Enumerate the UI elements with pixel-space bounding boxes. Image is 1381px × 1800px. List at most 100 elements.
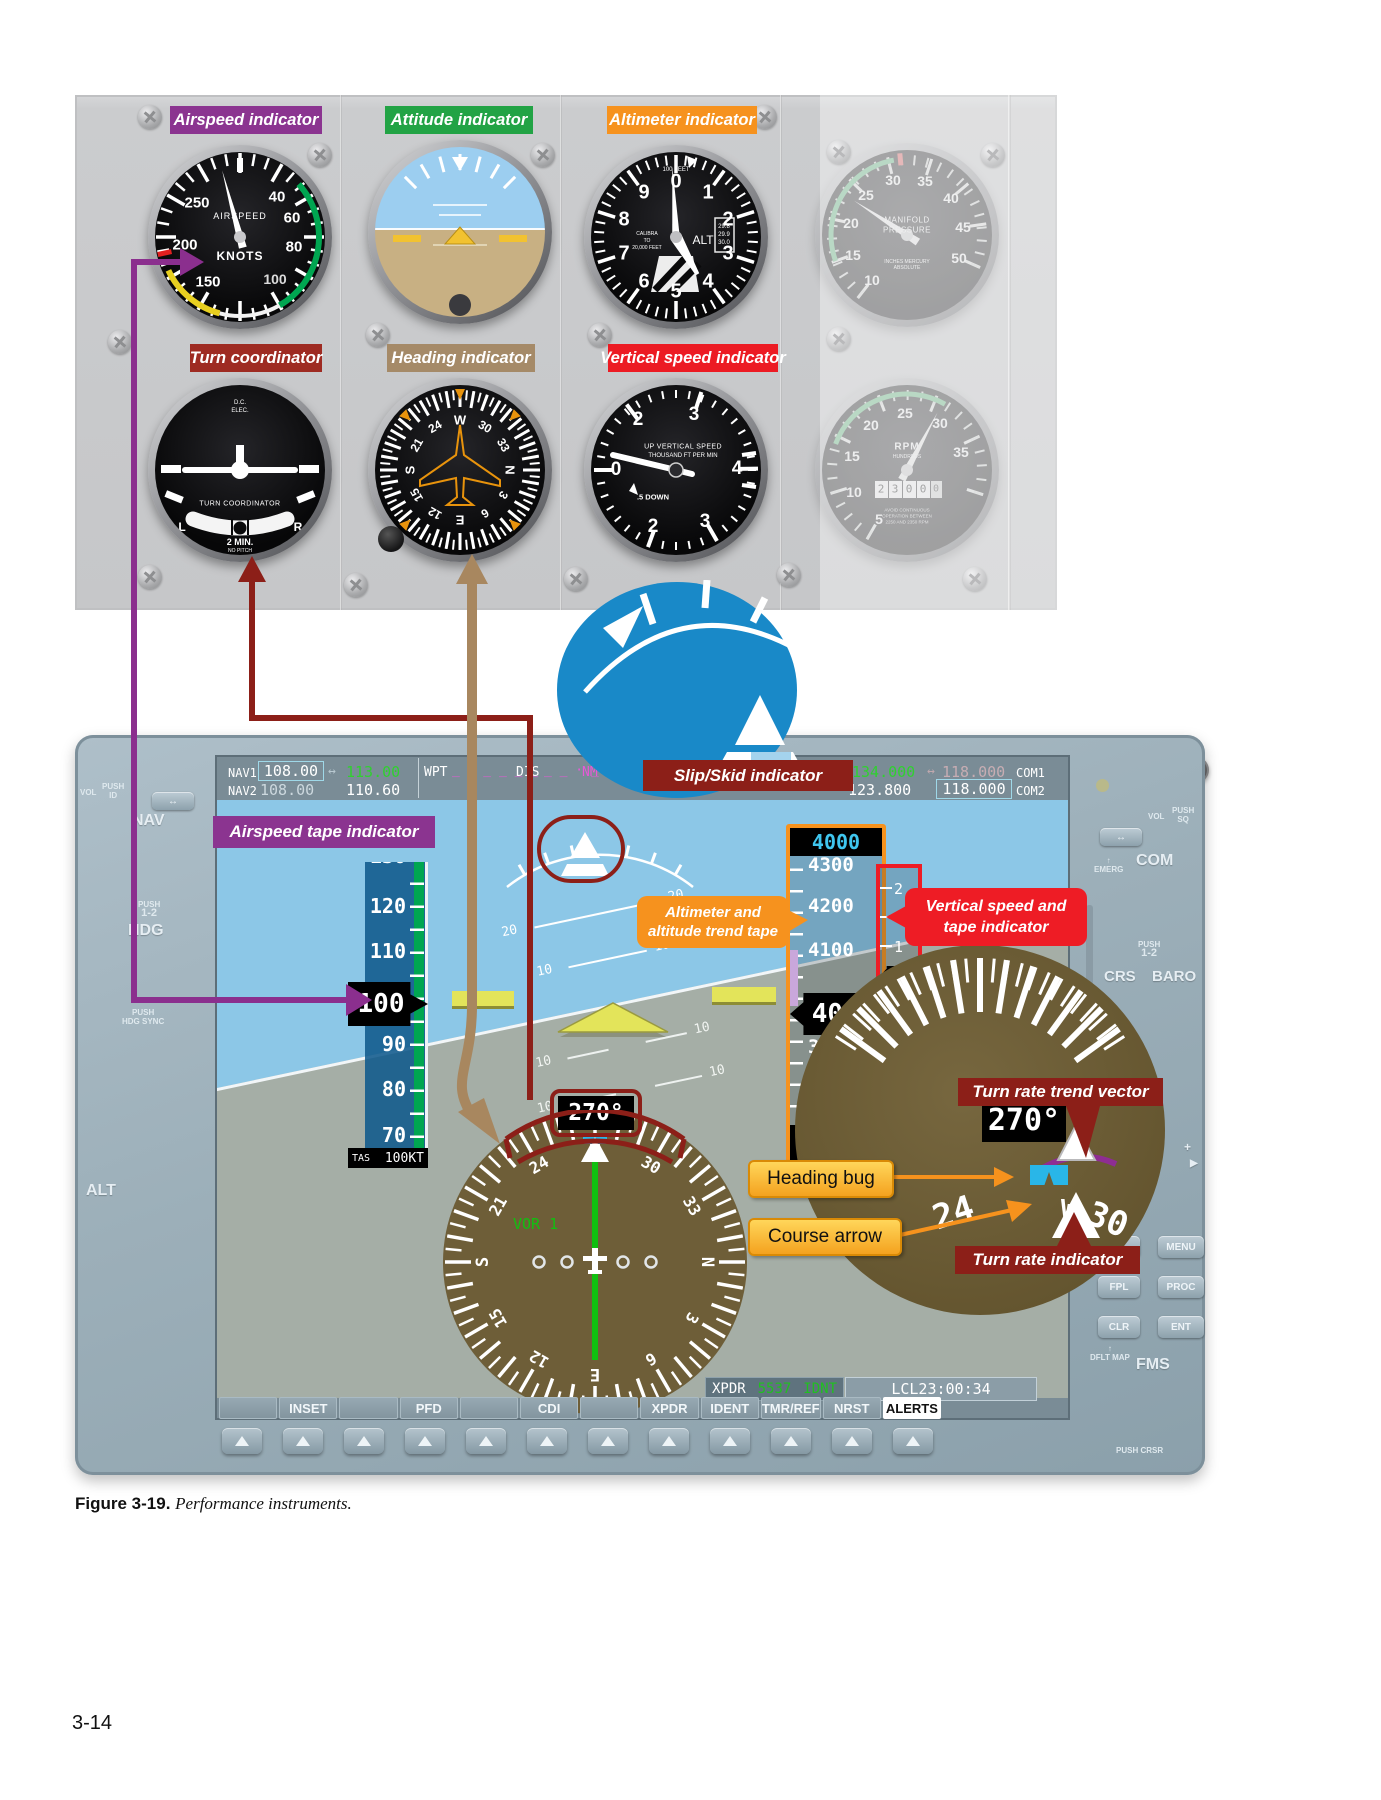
nav-swap-button[interactable]: ↔ <box>152 792 194 810</box>
hi-E: E <box>455 512 465 528</box>
softkey-button-10[interactable] <box>771 1428 811 1454</box>
rpm-digit: 0 <box>932 483 940 495</box>
white-arc <box>219 303 281 318</box>
mp-num: 25 <box>858 187 874 203</box>
softkey-button-3[interactable] <box>344 1428 384 1454</box>
one-two-text: 1-2 <box>141 907 158 919</box>
ent-button[interactable]: ENT <box>1158 1316 1204 1338</box>
mp-num: 50 <box>951 250 967 266</box>
cdi-dot <box>532 1255 546 1269</box>
cdi-dot <box>644 1255 658 1269</box>
pitch-line-10 <box>568 949 647 969</box>
screw-icon <box>564 567 588 591</box>
vol-text: VOL <box>80 788 97 797</box>
softkey-button-4[interactable] <box>405 1428 445 1454</box>
std-rate-mark <box>296 490 316 504</box>
rose-W: W <box>589 1140 601 1160</box>
cdi-dot <box>616 1255 630 1269</box>
softkey-blank <box>459 1397 519 1419</box>
alt-tape-4200: 4200 <box>808 895 854 917</box>
softkey-blank <box>580 1397 639 1419</box>
softkey-button-8[interactable] <box>649 1428 689 1454</box>
vsi-scale-1up: 1 <box>894 938 904 956</box>
roll-pointer <box>452 157 468 171</box>
softkey-button-9[interactable] <box>710 1428 750 1454</box>
indicator-dot <box>1096 779 1109 792</box>
tas-box: TAS 100KT <box>348 1148 428 1168</box>
hsi-aircraft-icon <box>583 1248 607 1274</box>
screw-icon <box>981 143 1005 167</box>
softkey-button-6[interactable] <box>527 1428 567 1454</box>
turn-rate-highlight-arc <box>503 1110 687 1165</box>
label-altimeter-indicator: Altimeter indicator <box>607 106 757 134</box>
rose-S: S <box>473 1256 493 1268</box>
vsi-tick <box>880 887 892 889</box>
softkey-button-7[interactable] <box>588 1428 628 1454</box>
nav-swap-icon[interactable]: ↔ <box>328 764 336 779</box>
proc-button[interactable]: PROC <box>1158 1276 1204 1298</box>
softkey-text: TMR/REF <box>761 1400 820 1416</box>
softkey-text: XPDR <box>651 1400 688 1416</box>
label-text: Vertical speed and <box>925 898 1067 915</box>
attitude-indicator-gauge <box>368 140 552 324</box>
altimeter-gauge: 0 1 2 3 4 5 6 7 8 9 100 FEET ALT CALIBRA… <box>584 145 768 329</box>
softkey-ident: IDENT <box>700 1397 759 1419</box>
rpm-dial <box>827 389 987 541</box>
vsi-scale-2up: 2 <box>894 880 904 898</box>
softkey-button-1[interactable] <box>222 1428 262 1454</box>
label-text: Slip/Skid indicator <box>673 765 823 785</box>
asi-200: 200 <box>172 236 198 254</box>
softkey-button-2[interactable] <box>283 1428 323 1454</box>
turn-rate-highlight-box <box>550 1089 642 1137</box>
softkey-button-5[interactable] <box>466 1428 506 1454</box>
clr-text: CLR <box>1108 1321 1130 1333</box>
mp-num: 45 <box>955 219 971 235</box>
magnified-W: W <box>1061 1193 1078 1226</box>
alt-3: 3 <box>722 242 734 265</box>
label-airspeed-indicator: Airspeed indicator <box>170 106 322 134</box>
alt-calib: 20,000 FEET <box>632 245 662 251</box>
redline-mark <box>897 153 904 166</box>
bezel-slot <box>1086 905 1093 985</box>
pan-arrow: ▶ <box>1190 1158 1198 1169</box>
softkey-pfd: PFD <box>399 1397 458 1419</box>
com2-standby-freq[interactable]: 118.000 <box>936 779 1012 799</box>
panel-seam <box>340 95 342 610</box>
balloon-tick <box>701 580 711 609</box>
label-text: Turn coordinator <box>189 348 323 367</box>
asi-tape-90: 90 <box>381 1032 406 1056</box>
softkey-button-11[interactable] <box>832 1428 872 1454</box>
hi-S: S <box>402 465 418 475</box>
menu-button[interactable]: MENU <box>1158 1236 1204 1258</box>
com-swap-button[interactable]: ↔ <box>1100 828 1142 846</box>
swap-glyph: ↔ <box>168 795 178 807</box>
digit-box <box>889 481 902 498</box>
label-text: Course arrow <box>767 1226 883 1247</box>
com2-active-freq: 123.800 <box>848 781 912 799</box>
vsi-2dn: 2 <box>647 516 659 537</box>
alt-9: 9 <box>638 181 650 204</box>
rpm-num: 15 <box>844 448 860 464</box>
vsi-4: 4 <box>731 458 743 479</box>
alt-tape-4100: 4100 <box>808 939 854 961</box>
screw-icon <box>588 323 612 347</box>
cdi-dot <box>560 1255 574 1269</box>
vsi-3up: 3 <box>688 404 700 425</box>
kollsman-value: 29.8 <box>718 224 730 230</box>
com-swap-icon[interactable]: ↔ <box>927 764 935 779</box>
magnified-heading: 270° <box>987 1102 1061 1138</box>
softkey-text: CDI <box>537 1400 561 1416</box>
balloon-tick <box>784 628 800 648</box>
clr-button[interactable]: CLR <box>1098 1316 1140 1338</box>
softkey-button-12[interactable] <box>893 1428 933 1454</box>
heading-set-knob[interactable] <box>378 526 404 552</box>
selected-altitude: 4000 <box>811 830 861 854</box>
nav1-active-freq[interactable]: 108.00 <box>258 761 324 781</box>
nav2-label: NAV2 <box>228 784 257 798</box>
kollsman-window <box>714 217 735 253</box>
fpl-button[interactable]: FPL <box>1098 1276 1140 1298</box>
